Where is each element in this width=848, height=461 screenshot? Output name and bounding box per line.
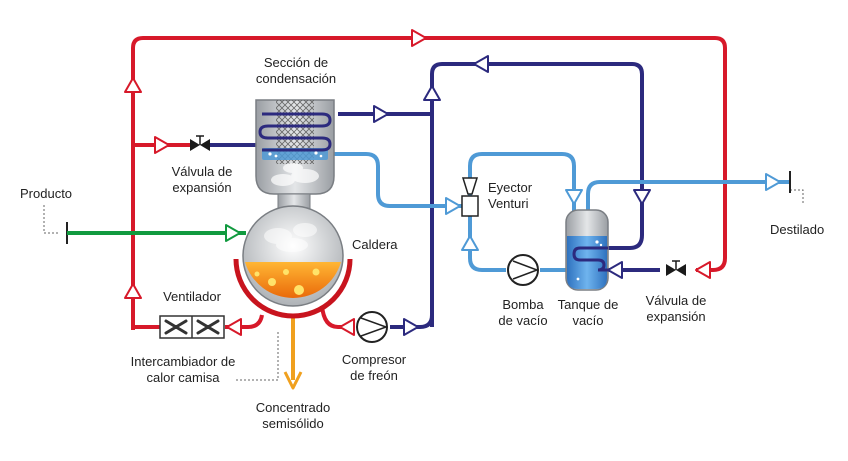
flow-arrows <box>124 29 781 336</box>
flow-arrow-icon <box>124 77 142 93</box>
label-distillate: Destilado <box>770 222 824 237</box>
label-product: Producto <box>20 186 72 201</box>
flow-arrow-icon <box>461 235 479 251</box>
vacuum-pump-icon <box>507 254 540 286</box>
label-valve-left-line2: expansión <box>172 180 231 195</box>
flow-arrow-icon <box>339 318 355 336</box>
flow-arrow-icon <box>607 261 623 279</box>
label-tank-line2: vacío <box>572 313 603 328</box>
label-valve-right-line1: Válvula de <box>646 293 707 308</box>
venturi-ejector-icon <box>461 177 479 217</box>
fan-icon <box>159 315 225 339</box>
label-boiler: Caldera <box>352 237 398 252</box>
product-feed-line <box>66 222 246 244</box>
flow-arrow-icon <box>565 189 583 205</box>
label-exchanger-line1: Intercambiador de <box>131 354 236 369</box>
compressor-icon <box>356 311 389 343</box>
flow-arrow-icon <box>411 29 427 47</box>
label-exchanger-line2: calor camisa <box>147 370 221 385</box>
label-concentrate-line2: semisólido <box>262 416 323 431</box>
flow-arrow-icon <box>765 173 781 191</box>
label-pump-line2: de vacío <box>498 313 547 328</box>
condensation-section <box>255 99 335 195</box>
label-compressor-line2: de freón <box>350 368 398 383</box>
vacuum-tank <box>565 209 609 291</box>
label-tank-line1: Tanque de <box>558 297 619 312</box>
label-condensation-line1: Sección de <box>264 55 328 70</box>
flow-arrow-icon <box>633 189 651 205</box>
flow-arrow-icon <box>403 318 419 336</box>
label-compressor-line1: Compresor <box>342 352 407 367</box>
condenser-coil-icon <box>258 112 332 152</box>
labels: Sección de condensación Válvula de expan… <box>20 55 824 431</box>
vacuum-distillate-lines <box>334 152 790 272</box>
label-ejector-line1: Eyector <box>488 180 533 195</box>
flow-arrow-icon <box>695 261 711 279</box>
flow-arrow-icon <box>226 318 242 336</box>
leader-lines <box>43 189 804 381</box>
label-ejector-line2: Venturi <box>488 196 529 211</box>
flow-arrow-icon <box>124 283 142 299</box>
expansion-valve-icon <box>190 135 210 151</box>
label-concentrate-line1: Concentrado <box>256 400 330 415</box>
vapor-clouds <box>271 163 319 186</box>
flow-arrow-icon <box>225 224 241 242</box>
tank-coil-icon <box>572 246 608 272</box>
flow-arrow-icon <box>423 85 441 101</box>
flow-arrow-icon <box>473 55 489 73</box>
label-condensation-line2: condensación <box>256 71 336 86</box>
label-valve-right-line2: expansión <box>646 309 705 324</box>
label-valve-left-line1: Válvula de <box>172 164 233 179</box>
boiler <box>233 205 353 319</box>
flow-arrow-icon <box>373 105 389 123</box>
flow-arrow-icon <box>445 197 461 215</box>
flow-arrow-icon <box>154 136 170 154</box>
label-fan: Ventilador <box>163 289 221 304</box>
label-pump-line1: Bomba <box>502 297 544 312</box>
expansion-valve-icon <box>666 260 686 276</box>
concentrate-outlet <box>283 318 303 390</box>
